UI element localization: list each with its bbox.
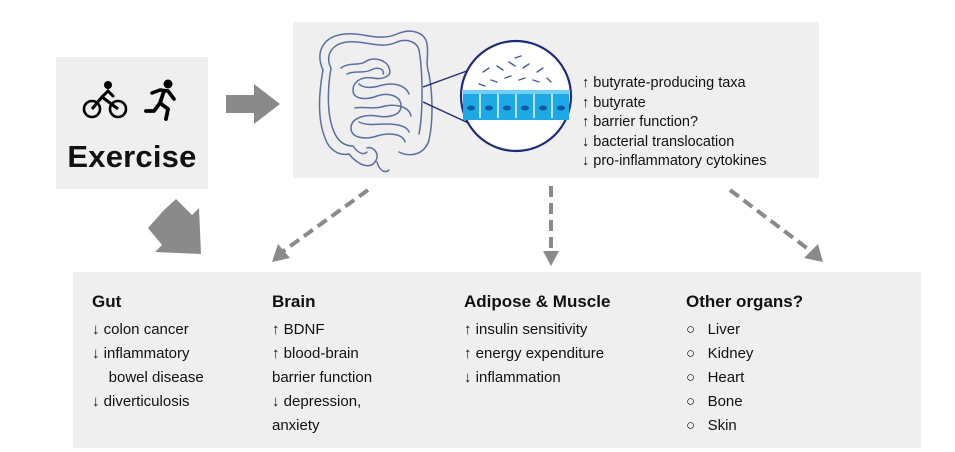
gut-to-adipose-arrowhead xyxy=(543,251,559,266)
brain-column: ↑ BDNF ↑ blood-brain barrier function ↓ … xyxy=(272,318,372,438)
exercise-to-effects-arrow xyxy=(148,199,201,254)
other-organs-column-item: ○ Kidney xyxy=(686,345,754,362)
other-organs-column: ○ Liver ○ Kidney ○ Heart ○ Bone ○ Skin xyxy=(686,318,753,438)
exercise-label: Exercise xyxy=(67,139,197,174)
other-organs-column-item: ○ Skin xyxy=(686,417,737,434)
brain-column-item: barrier function xyxy=(272,369,373,386)
gut-column-item: ↓ colon cancer xyxy=(92,321,189,338)
gut-to-brain-arrowhead xyxy=(272,244,290,262)
other-organs-column-item: ○ Bone xyxy=(686,393,743,410)
gut-effects-list: ↑ butyrate-producing taxa ↑ butyrate ↑ b… xyxy=(582,74,767,172)
gut-microbiome-box: ↑ butyrate-producing taxa ↑ butyrate ↑ b… xyxy=(293,22,819,178)
gut-column-item: ↓ diverticulosis xyxy=(92,393,190,410)
gut-column-item: ↓ inflammatory xyxy=(92,345,190,362)
other-organs-column-item: ○ Liver xyxy=(686,321,741,338)
brain-column-item: anxiety xyxy=(272,417,320,434)
gut-effect-item: ↑ butyrate-producing taxa xyxy=(582,75,746,91)
gut-effect-item: ↑ barrier function? xyxy=(582,114,699,131)
gut-effect-item: ↑ butyrate xyxy=(582,94,646,111)
epithelium-zoom-circle xyxy=(459,39,573,153)
brain-column-item: ↑ BDNF xyxy=(272,321,325,338)
adipose-muscle-column: ↑ insulin sensitivity ↑ energy expenditu… xyxy=(464,318,604,390)
gut-to-other-organs-arrowhead xyxy=(804,244,823,262)
gut-column-title: Gut xyxy=(92,292,122,311)
bicycle-icon xyxy=(82,79,128,126)
gut-column: ↓ colon cancer ↓ inflammatory bowel dise… xyxy=(92,318,204,414)
adipose-muscle-column-item: ↓ inflammation xyxy=(464,369,561,386)
brain-column-item: ↓ depression, xyxy=(272,393,362,410)
gut-to-other-organs-arrow xyxy=(728,188,814,254)
adipose-muscle-column-title: Adipose & Muscle xyxy=(464,292,611,311)
exercise-box: Exercise xyxy=(56,57,208,189)
gut-column-item: bowel disease xyxy=(92,369,204,386)
gut-to-brain-arrow xyxy=(280,188,370,254)
systemic-effects-box xyxy=(73,272,921,448)
intestine-illustration xyxy=(318,30,433,173)
gut-effect-item: ↓ pro-inflammatory cytokines xyxy=(582,153,767,170)
exercise-to-gut-arrow xyxy=(226,84,280,124)
adipose-muscle-column-item: ↑ energy expenditure xyxy=(464,345,605,362)
adipose-muscle-column-item: ↑ insulin sensitivity xyxy=(464,321,588,338)
brain-column-title: Brain xyxy=(272,292,316,311)
other-organs-column-title: Other organs? xyxy=(686,292,804,311)
other-organs-column-item: ○ Heart xyxy=(686,369,745,386)
gut-effect-item: ↓ bacterial translocation xyxy=(582,133,735,150)
runner-icon xyxy=(144,79,182,126)
brain-column-item: ↑ blood-brain xyxy=(272,345,359,362)
